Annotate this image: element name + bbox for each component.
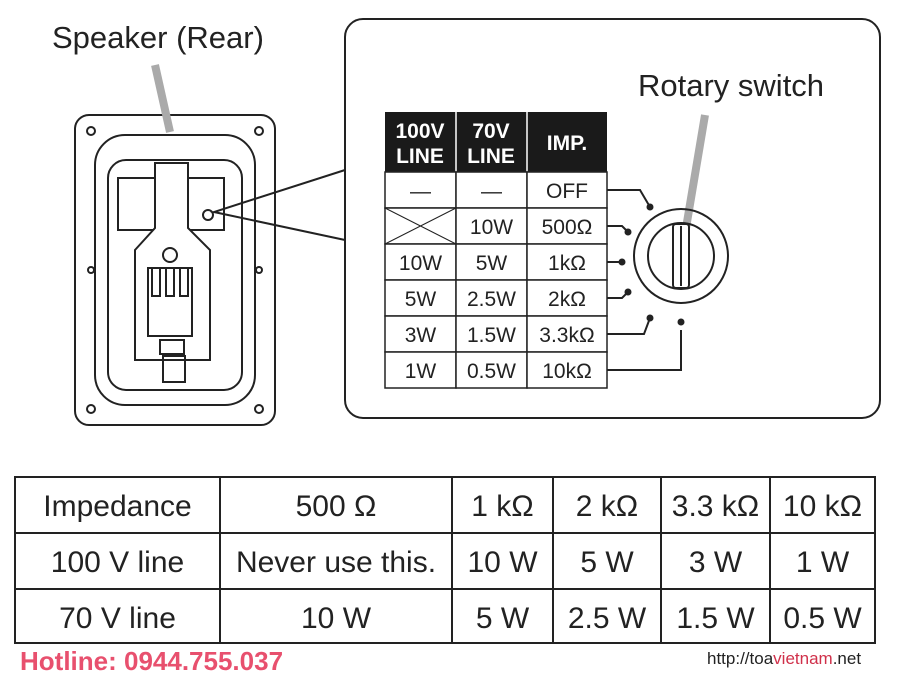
switch-cell bbox=[384, 243, 457, 281]
switch-table-header bbox=[385, 112, 607, 172]
switch-cell-text: 1W bbox=[405, 360, 437, 383]
switch-cell-text: OFF bbox=[546, 180, 588, 203]
switch-cell-text: 5W bbox=[405, 288, 437, 311]
switch-cell bbox=[455, 171, 528, 209]
watermark: Hotline: 0944.755.037 http://toavietnam.… bbox=[20, 646, 861, 673]
contact-dot bbox=[677, 318, 685, 326]
switch-cell-text: 1kΩ bbox=[548, 252, 586, 275]
contact-dot bbox=[624, 288, 632, 296]
switch-cell-text: 3.3kΩ bbox=[539, 324, 594, 347]
watermark-hotline: Hotline: 0944.755.037 bbox=[20, 646, 283, 673]
table-cell-text: Impedance bbox=[43, 490, 191, 523]
lead-line bbox=[607, 330, 682, 371]
table-cell-text: 1.5 W bbox=[676, 602, 755, 635]
switch-cell bbox=[526, 207, 608, 245]
table-cell-text: 10 kΩ bbox=[783, 490, 862, 523]
table-cell-text: 5 W bbox=[580, 546, 634, 579]
speaker-leader bbox=[151, 64, 174, 133]
lead-line bbox=[607, 189, 651, 208]
switch-cell-text: 0.5W bbox=[467, 360, 516, 383]
switch-cell-text: — bbox=[481, 180, 502, 203]
callout-pointer bbox=[210, 169, 346, 241]
switch-cell-text: 10W bbox=[399, 252, 442, 275]
table-cell-text: Never use this. bbox=[236, 546, 436, 579]
switch-cell-text: 10kΩ bbox=[542, 360, 592, 383]
impedance-table: Impedance 500 Ω 1 kΩ 2 kΩ 3.3 kΩ 10 kΩ 100 V l… bbox=[14, 476, 876, 644]
table-cell-text: 10 W bbox=[467, 546, 538, 579]
header-100v-line: LINE bbox=[396, 145, 444, 168]
rotary-switch[interactable] bbox=[633, 208, 729, 304]
header-100v: 100V bbox=[395, 120, 444, 143]
table-cell-text: 70 V line bbox=[59, 602, 176, 635]
table-cell-text: 1 kΩ bbox=[471, 490, 533, 523]
switch-cell-text: 500Ω bbox=[542, 216, 593, 239]
switch-cell-text: 1.5W bbox=[467, 324, 516, 347]
switch-cell-text: 3W bbox=[405, 324, 437, 347]
switch-cell bbox=[526, 243, 608, 281]
switch-cell-text: 10W bbox=[470, 216, 513, 239]
speaker-label: Speaker (Rear) bbox=[52, 20, 264, 55]
header-imp: IMP. bbox=[547, 132, 587, 155]
switch-cell-text: 2.5W bbox=[467, 288, 516, 311]
rotary-leader bbox=[680, 114, 709, 241]
contact-dot bbox=[646, 314, 654, 322]
switch-cell bbox=[455, 315, 528, 353]
switch-cell bbox=[384, 351, 457, 389]
table-cell-text: 3.3 kΩ bbox=[672, 490, 759, 523]
switch-cell bbox=[384, 171, 457, 209]
switch-leads bbox=[607, 189, 685, 371]
table-cell bbox=[769, 588, 876, 644]
switch-cell bbox=[455, 351, 528, 389]
table-cell-text: 10 W bbox=[301, 602, 372, 635]
switch-cell-text: — bbox=[410, 180, 431, 203]
speaker-drawing bbox=[74, 114, 276, 426]
rotary-label: Rotary switch bbox=[638, 68, 824, 103]
watermark-url: http://toavietnam.net bbox=[707, 649, 861, 668]
contact-dot bbox=[646, 203, 654, 211]
switch-cell-text: 5W bbox=[476, 252, 508, 275]
table-cell-text: 5 W bbox=[476, 602, 530, 635]
table-cell-text: 3 W bbox=[689, 546, 743, 579]
switch-table: — — OFF 10W 500Ω 10W 5W 1kΩ 5W 2.5W 2kΩ 3W 1.5W 3.3kΩ… bbox=[384, 171, 608, 389]
contact-dot bbox=[618, 258, 626, 266]
header-70v: 70V bbox=[472, 120, 509, 143]
contact-dot bbox=[624, 228, 632, 236]
table-cell-text: 0.5 W bbox=[783, 602, 862, 635]
never-use-cross bbox=[384, 207, 457, 245]
table-cell-text: 1 W bbox=[796, 546, 850, 579]
header-70v-line: LINE bbox=[467, 145, 515, 168]
lead-line bbox=[607, 317, 651, 335]
switch-cell bbox=[384, 315, 457, 353]
table-cell-text: 2.5 W bbox=[568, 602, 647, 635]
switch-cell-text: 2kΩ bbox=[548, 288, 586, 311]
table-cell-text: 2 kΩ bbox=[576, 490, 638, 523]
table-cell-text: 500 Ω bbox=[296, 490, 377, 523]
table-cell-text: 100 V line bbox=[51, 546, 184, 579]
